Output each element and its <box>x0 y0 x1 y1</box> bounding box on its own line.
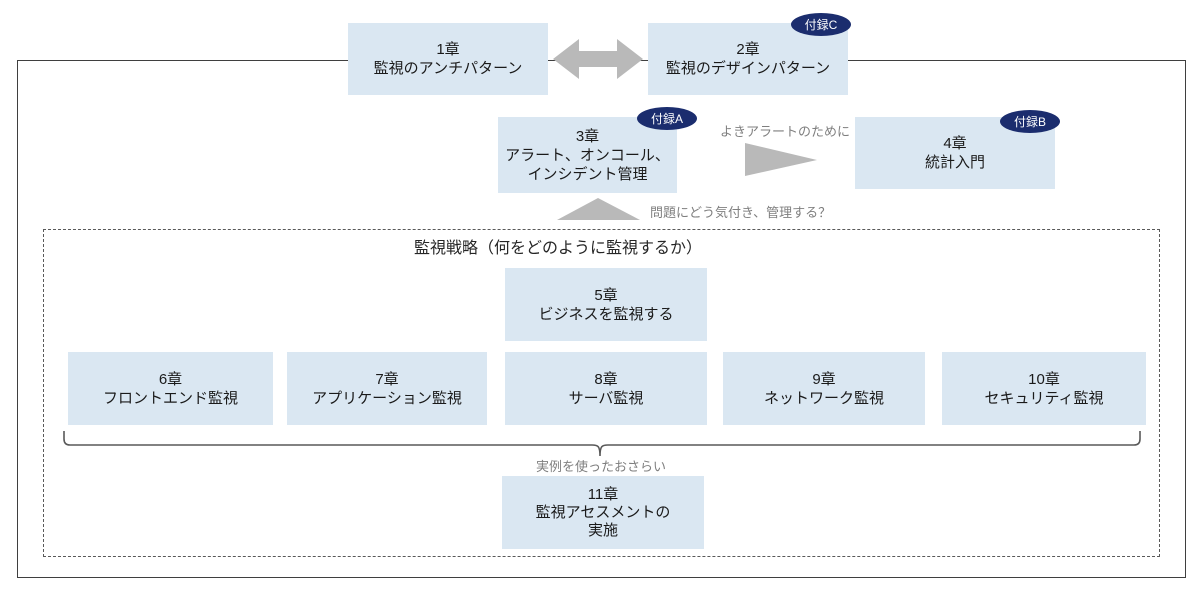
chapter-title: ビジネスを監視する <box>538 305 674 323</box>
chapter-number: 11章 <box>587 485 619 503</box>
chapter-title: 監視のデザインパターン <box>665 60 831 77</box>
chapter-number: 4章 <box>943 135 967 152</box>
chapter-title: アラート、オンコール、 <box>505 146 670 164</box>
chapter-box-5: 5章 ビジネスを監視する <box>505 268 707 341</box>
chapter-title: 監視のアンチパターン <box>373 60 523 77</box>
chapter-number: 1章 <box>436 41 460 58</box>
chapter-title: 監視アセスメントの <box>535 503 671 521</box>
chapter-title-line2: インシデント管理 <box>527 165 648 183</box>
chapter-number: 6章 <box>158 370 183 388</box>
chapter-title: アプリケーション監視 <box>312 389 462 407</box>
chapter-box-6: 6章 フロントエンド監視 <box>68 352 273 425</box>
chapter-box-2: 2章 監視のデザインパターン <box>648 23 848 95</box>
appendix-badge-b: 付録B <box>1000 110 1060 133</box>
chapter-box-8: 8章 サーバ監視 <box>505 352 707 425</box>
chapter-number: 2章 <box>736 41 760 58</box>
strategy-group-title: 監視戦略（何をどのように監視するか） <box>413 240 702 257</box>
chapter-number: 8章 <box>594 370 618 388</box>
chapter-box-3: 3章 アラート、オンコール、 インシデント管理 <box>498 117 677 193</box>
chapter-number: 3章 <box>575 127 600 145</box>
chapter-box-10: 10章 セキュリティ監視 <box>942 352 1146 425</box>
appendix-badge-a: 付録A <box>637 107 697 130</box>
chapter-number: 7章 <box>375 370 399 388</box>
strategy-group-frame <box>43 229 1160 557</box>
chapter-title: フロントエンド監視 <box>102 389 238 407</box>
good-alert-label: よきアラートのために <box>719 124 850 139</box>
appendix-badge-c: 付録C <box>791 13 851 36</box>
chapter-box-11: 11章 監視アセスメントの 実施 <box>502 476 704 549</box>
notice-manage-label: 問題にどう気付き、管理する？ <box>650 205 832 220</box>
chapter-box-7: 7章 アプリケーション監視 <box>287 352 487 425</box>
chapter-title: セキュリティ監視 <box>984 389 1104 407</box>
chapter-title-line2: 実施 <box>587 521 618 539</box>
chapter-number: 10章 <box>1028 370 1060 388</box>
chapter-number: 5章 <box>594 286 618 304</box>
chapter-title: サーバ監視 <box>568 389 644 407</box>
chapter-box-1: 1章 監視のアンチパターン <box>348 23 548 95</box>
chapter-box-9: 9章 ネットワーク監視 <box>723 352 925 425</box>
chapter-title: 統計入門 <box>924 154 985 171</box>
recap-label: 実例を使ったおさらい <box>535 459 666 474</box>
chapter-number: 9章 <box>812 370 836 388</box>
chapter-title: ネットワーク監視 <box>763 389 884 407</box>
